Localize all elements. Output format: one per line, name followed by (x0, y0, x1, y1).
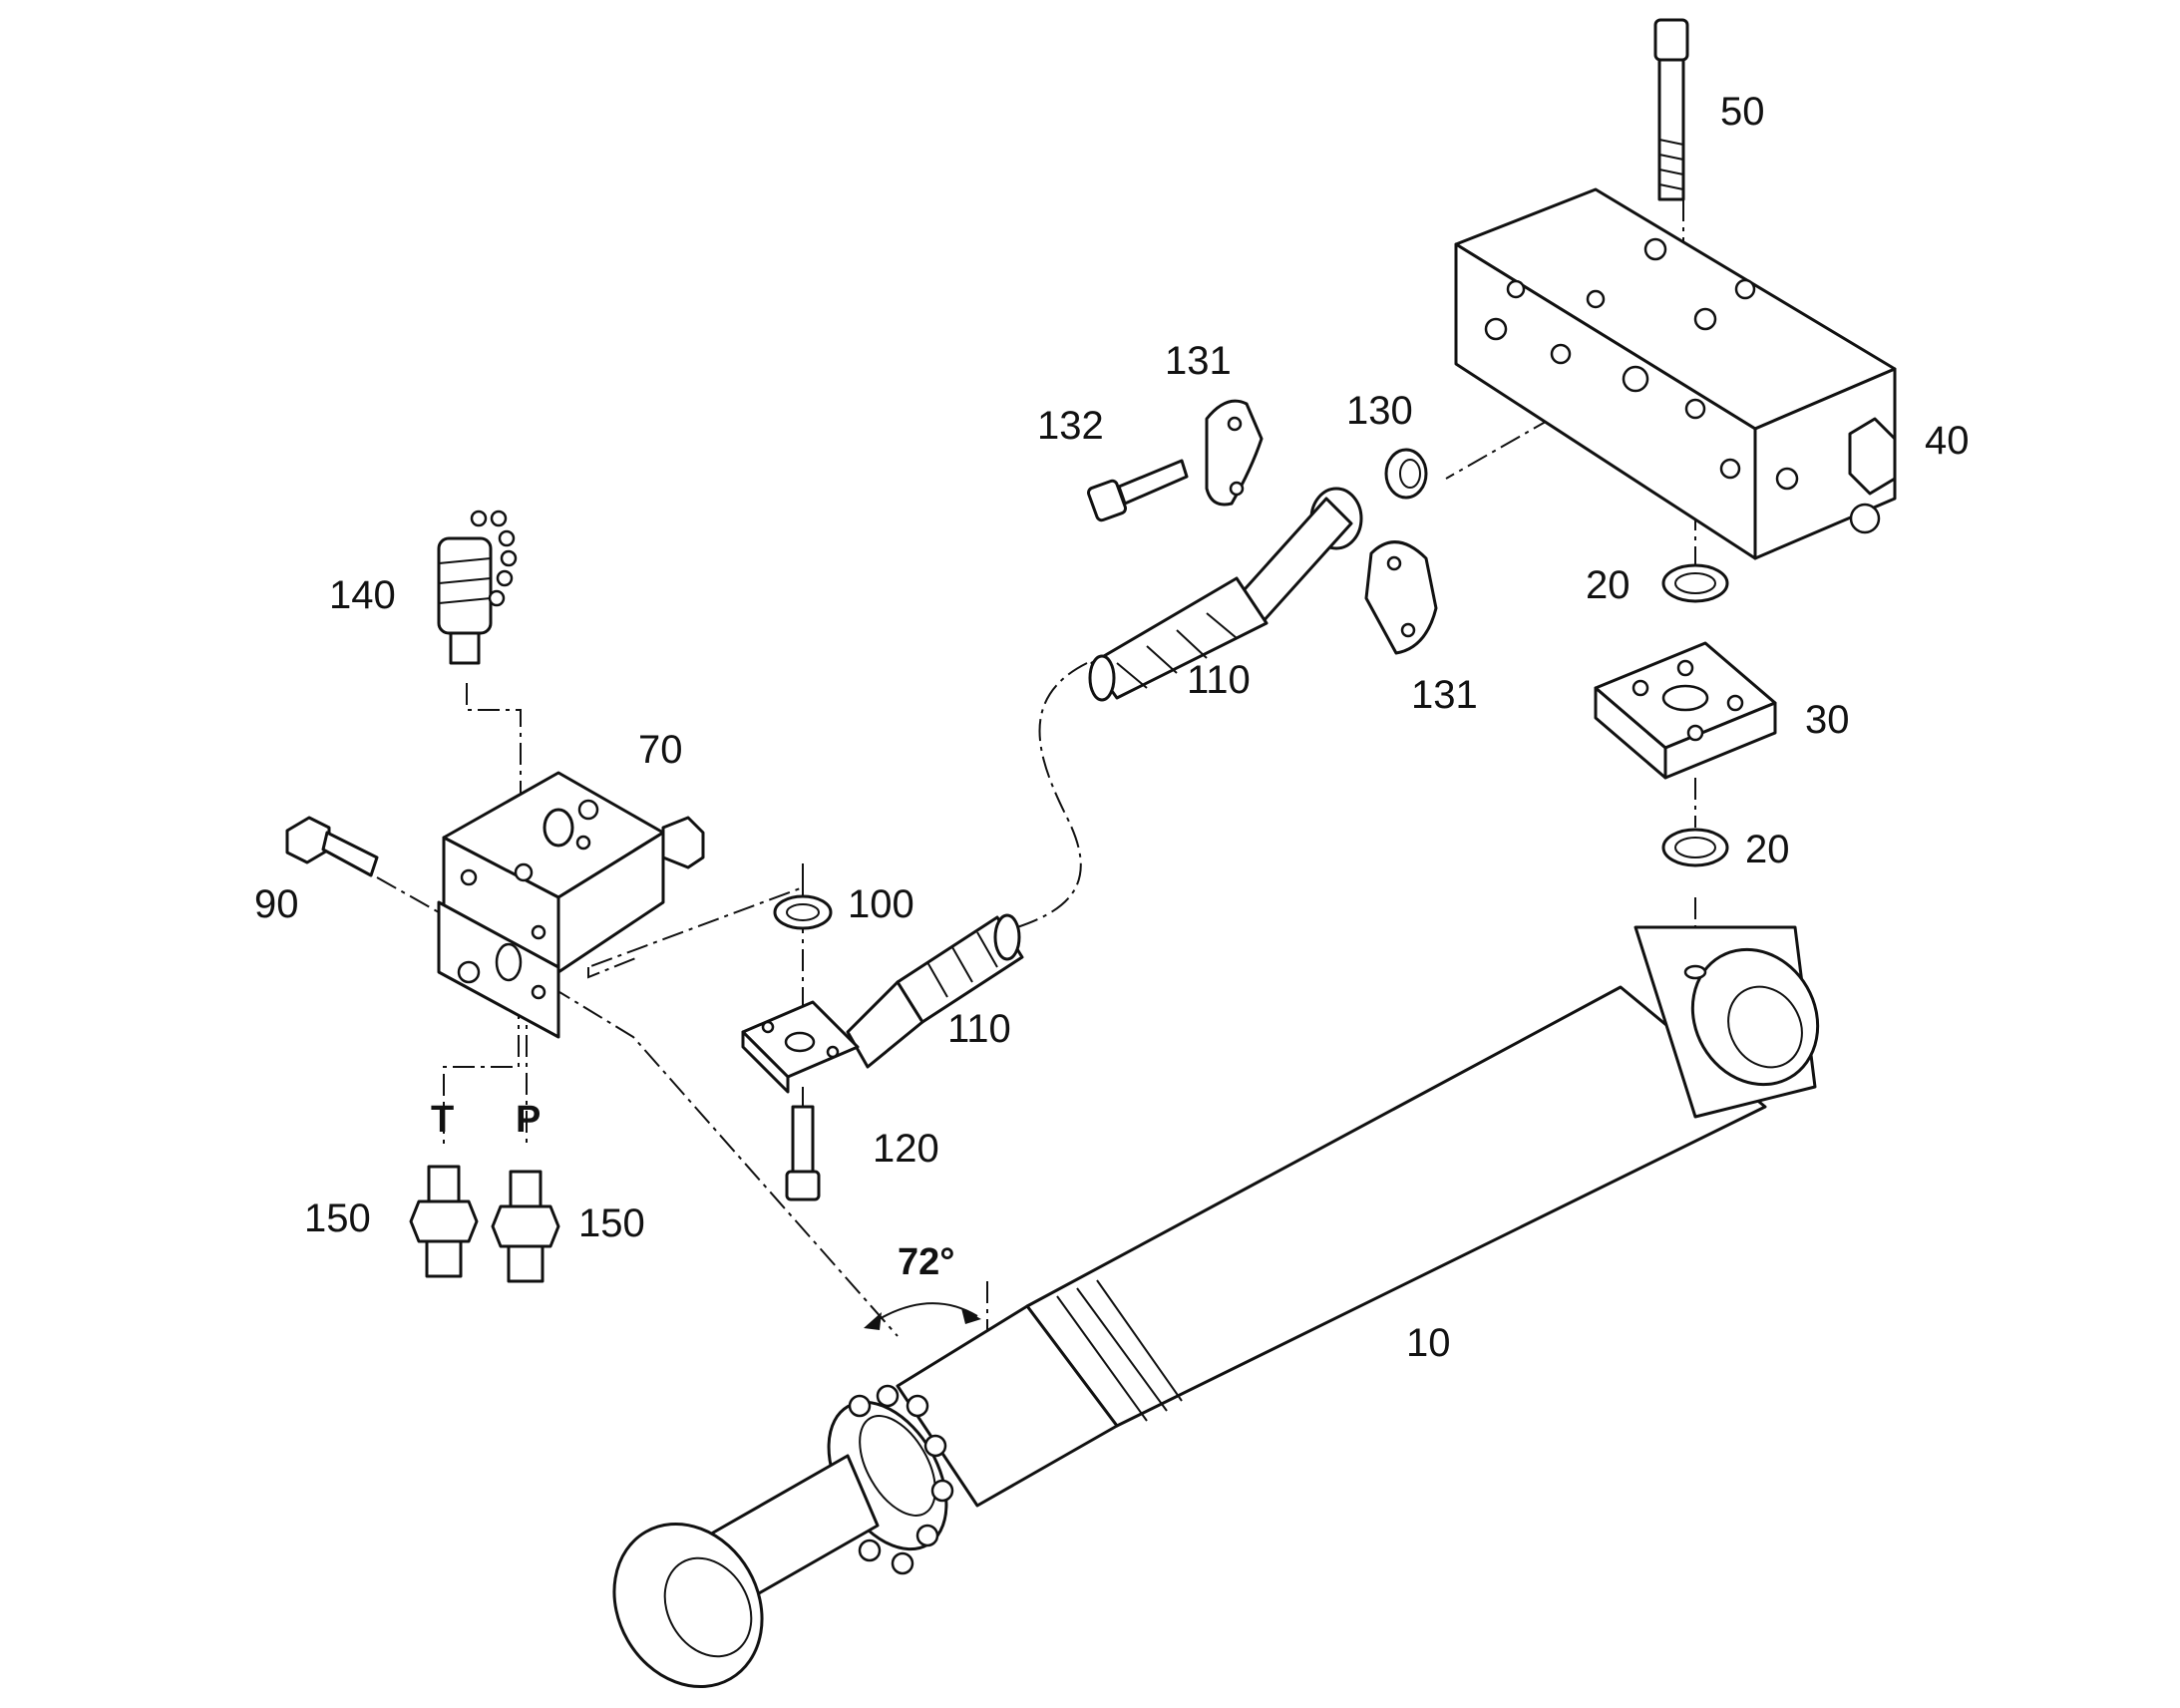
cap-screw-50 (1653, 18, 1689, 201)
seal-ring-130 (1384, 448, 1428, 500)
test-fitting-140 (437, 510, 518, 665)
valve-block (1454, 187, 1897, 560)
angle-indicator: 72° (864, 1241, 981, 1330)
callout-10: 10 (1406, 1321, 1451, 1365)
hose-110-lower (846, 913, 1024, 1069)
callout-150a: 150 (304, 1196, 371, 1240)
callout-20a: 20 (1586, 563, 1631, 607)
callout-120: 120 (873, 1127, 939, 1171)
callout-20b: 20 (1745, 828, 1790, 871)
angle-label: 72° (898, 1241, 954, 1283)
callout-130: 130 (1346, 389, 1413, 433)
callout-110a: 110 (1187, 658, 1251, 702)
cap-screw-132 (1086, 459, 1189, 522)
fitting-150-tank (409, 1165, 479, 1278)
split-flange-131-upper (1205, 399, 1264, 507)
callout-131b: 131 (1411, 673, 1478, 717)
callout-30: 30 (1805, 698, 1850, 742)
adapter-plate-30 (1594, 641, 1777, 780)
hose-110-upper (1088, 487, 1363, 702)
callout-90: 90 (254, 882, 299, 926)
callout-70: 70 (638, 728, 683, 772)
valve-body-70 (437, 771, 705, 1039)
callout-150b: 150 (578, 1201, 645, 1245)
callout-132: 132 (1037, 404, 1104, 448)
callout-50: 50 (1720, 90, 1765, 134)
hydraulic-cylinder (612, 925, 1820, 1689)
callout-labels: 10 20 20 30 40 50 70 90 100 110 110 120 … (254, 90, 1970, 1365)
callout-40: 40 (1925, 419, 1970, 463)
port-label-pressure: P (516, 1099, 541, 1141)
flange-bolts (848, 1384, 954, 1575)
o-ring-20-upper (1661, 563, 1729, 603)
o-ring-20-lower (1661, 828, 1729, 867)
hose-flange-plate (741, 1000, 860, 1094)
cap-screw-120 (785, 1105, 821, 1201)
bolt-90 (285, 816, 379, 877)
fitting-150-pressure (491, 1170, 560, 1283)
split-flange-131-lower (1364, 540, 1438, 655)
port-label-tank: T (431, 1099, 454, 1141)
callout-100: 100 (848, 882, 914, 926)
callout-110b: 110 (947, 1007, 1011, 1051)
seal-ring-100 (773, 894, 833, 930)
callout-140: 140 (329, 573, 396, 617)
callout-131a: 131 (1165, 339, 1232, 383)
